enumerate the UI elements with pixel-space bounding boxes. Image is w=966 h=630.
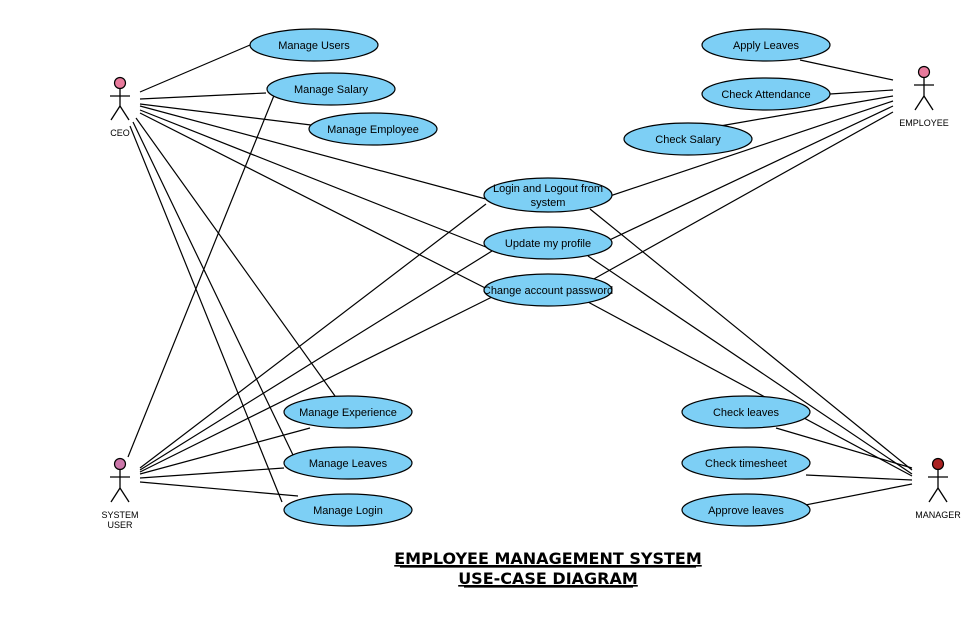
actor-employee: EMPLOYEE	[899, 65, 949, 128]
actor-system-user: SYSTEM USER	[101, 457, 139, 530]
association-line	[135, 117, 336, 397]
use-case-manage-salary: Manage Salary	[266, 72, 396, 106]
use-case-change-password: Change account password	[483, 273, 613, 307]
title-line2: USE-CASE DIAGRAM	[458, 569, 638, 588]
use-case-label: Manage Salary	[294, 84, 368, 96]
use-case-check-attendance: Check Attendance	[701, 77, 831, 111]
association-line	[719, 95, 894, 127]
use-case-label: Check leaves	[713, 407, 780, 419]
use-case-manage-employee: Manage Employee	[308, 112, 438, 146]
use-case-label: Manage Experience	[299, 407, 397, 419]
association-line	[589, 208, 913, 471]
actor-label: MANAGER	[915, 510, 961, 520]
use-case-label: Check Salary	[655, 134, 721, 146]
association-line	[139, 109, 502, 254]
use-case-apply-leaves: Apply Leaves	[701, 28, 831, 62]
use-case-label-line1: Login and Logout from	[493, 183, 603, 195]
title-line1: EMPLOYEE MANAGEMENT SYSTEM	[394, 549, 702, 568]
association-line	[127, 92, 276, 458]
use-case-manage-login: Manage Login	[283, 493, 413, 527]
use-case-label: Change account password	[483, 285, 613, 297]
use-case-manage-leaves: Manage Leaves	[283, 446, 413, 480]
association-line	[139, 481, 299, 497]
actor-label: CEO	[110, 128, 130, 138]
actor-manager: MANAGER	[915, 457, 961, 520]
use-case-login-logout: Login and Logout from system	[483, 177, 613, 213]
association-line	[139, 105, 498, 203]
use-case-label: Manage Login	[313, 505, 383, 517]
association-line	[139, 112, 504, 298]
association-lines	[127, 44, 913, 511]
use-case-manage-experience: Manage Experience	[283, 395, 413, 429]
use-case-label: Manage Users	[278, 40, 350, 52]
actor-label: EMPLOYEE	[899, 118, 949, 128]
use-case-label: Manage Employee	[327, 124, 419, 136]
association-line	[139, 203, 487, 469]
association-line	[829, 89, 894, 95]
use-case-approve-leaves: Approve leaves	[681, 493, 811, 527]
association-line	[587, 255, 913, 475]
association-line	[139, 103, 312, 126]
association-line	[139, 467, 285, 479]
use-case-label: Check timesheet	[705, 458, 787, 470]
use-case-label-line2: system	[531, 197, 566, 209]
association-line	[139, 427, 311, 475]
use-case-label: Manage Leaves	[309, 458, 388, 470]
association-line	[139, 250, 493, 471]
association-line	[139, 92, 267, 100]
association-line	[139, 295, 495, 473]
association-line	[775, 427, 913, 469]
actor-label-line2: USER	[107, 520, 133, 530]
diagram-title: EMPLOYEE MANAGEMENT SYSTEM USE-CASE DIAG…	[394, 549, 702, 588]
association-line	[597, 100, 894, 201]
use-case-label: Approve leaves	[708, 505, 784, 517]
use-case-check-salary: Check Salary	[623, 122, 753, 156]
use-case-check-timesheet: Check timesheet	[681, 446, 811, 480]
use-case-update-profile: Update my profile	[483, 226, 613, 260]
use-case-manage-users: Manage Users	[249, 28, 379, 62]
use-case-label: Check Attendance	[721, 89, 810, 101]
association-line	[132, 121, 294, 456]
association-line	[139, 44, 251, 93]
association-line	[581, 105, 894, 254]
actor-label-line1: SYSTEM	[101, 510, 138, 520]
association-line	[805, 474, 913, 481]
use-case-label: Apply Leaves	[733, 40, 800, 52]
use-case-label: Update my profile	[505, 238, 591, 250]
actor-ceo: CEO	[110, 76, 130, 138]
association-line	[587, 301, 913, 477]
association-line	[129, 125, 283, 503]
use-case-check-leaves: Check leaves	[681, 395, 811, 429]
association-line	[799, 59, 894, 81]
